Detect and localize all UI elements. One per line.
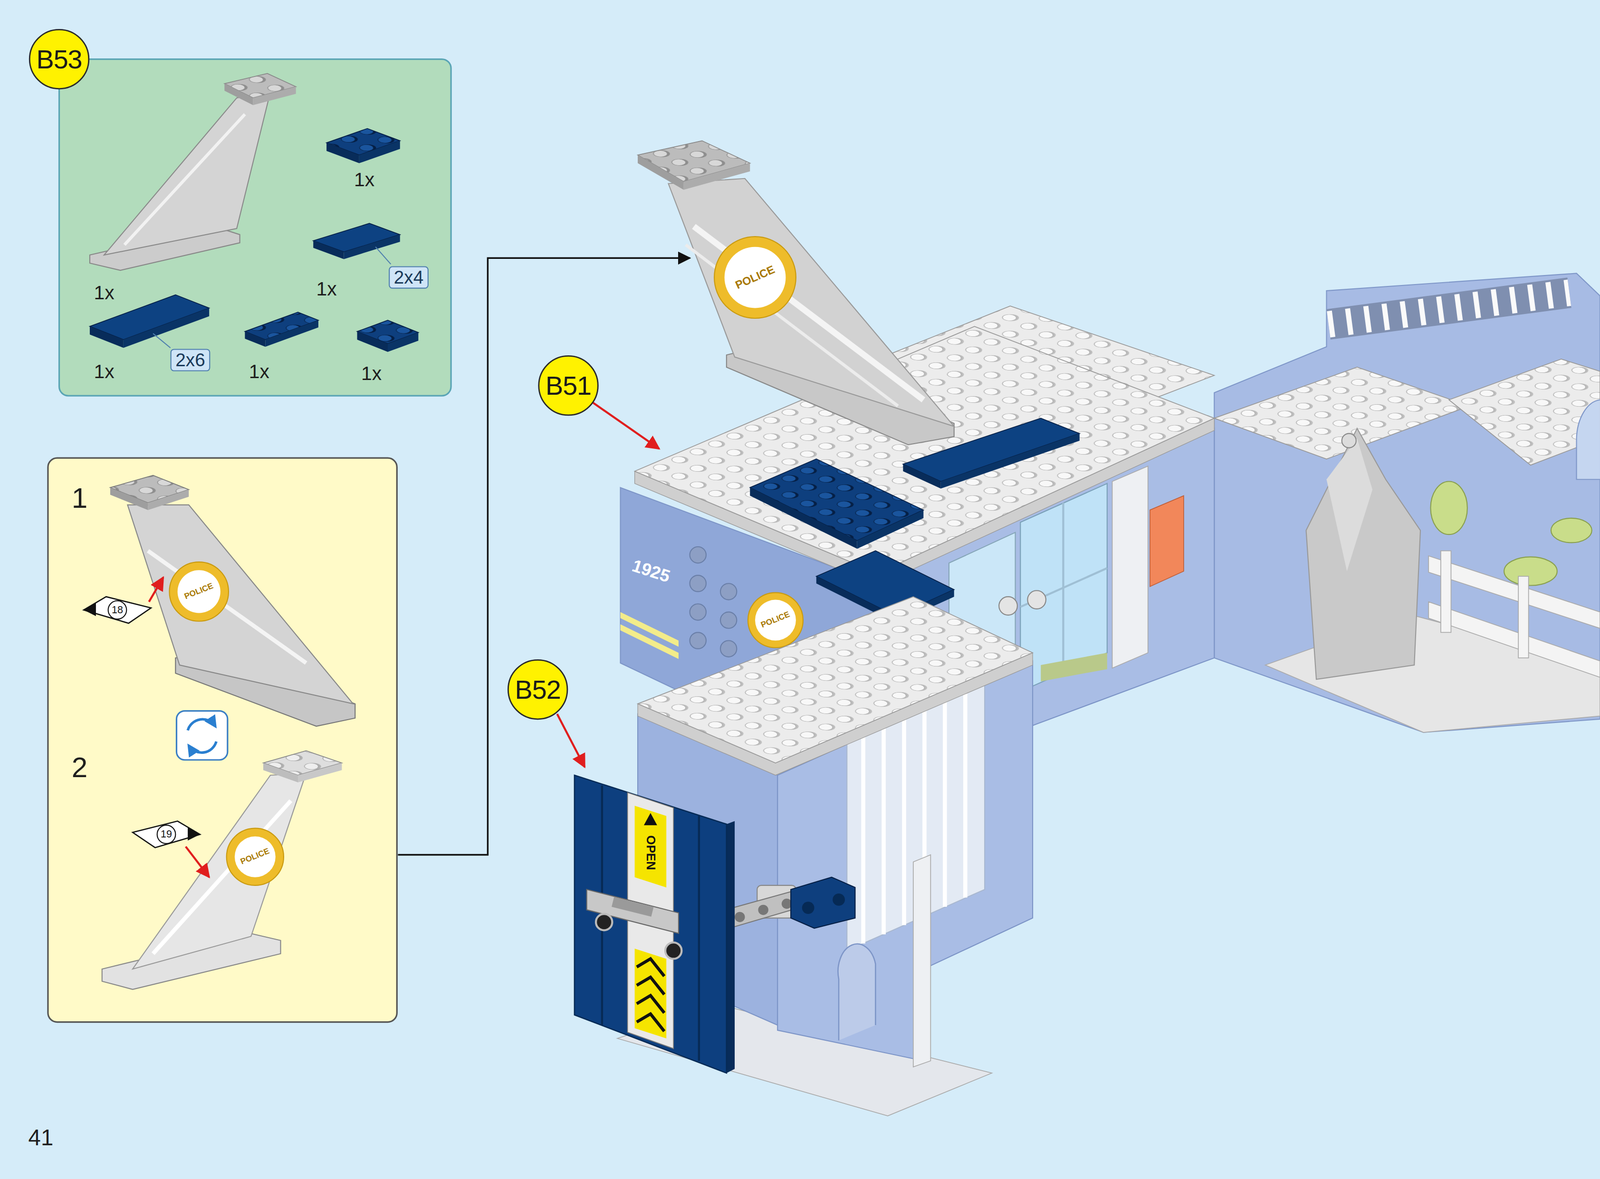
sticker-number: 19 xyxy=(130,819,202,850)
badge-circle xyxy=(538,355,599,416)
step-number: 2 xyxy=(71,754,88,783)
node-text: B53 xyxy=(36,46,82,73)
badge-circle xyxy=(507,660,568,720)
part-count: 1x xyxy=(354,170,375,190)
size-tag: 2x6 xyxy=(170,348,211,372)
node-text: 2x6 xyxy=(175,348,205,372)
badge-circle xyxy=(29,29,89,89)
part-count: 1x xyxy=(361,364,382,384)
node-text: B52 xyxy=(515,676,561,704)
node-text: 18 xyxy=(111,604,124,615)
step-badge: B51 xyxy=(537,354,600,417)
node-text: 19 xyxy=(160,829,173,840)
part-count: 1x xyxy=(93,283,115,303)
part-count: 1x xyxy=(249,361,270,382)
sticker-number: 18 xyxy=(81,594,154,626)
node-text: 2x4 xyxy=(393,266,424,289)
part-count: 1x xyxy=(316,278,337,299)
step-number: 1 xyxy=(71,484,88,514)
part-count: 1x xyxy=(93,361,115,382)
step-badge: B52 xyxy=(507,659,569,721)
step-badge: B53 xyxy=(28,28,90,90)
node-text: B51 xyxy=(545,372,592,400)
size-tag: 2x4 xyxy=(388,266,429,289)
step-number: 41 xyxy=(28,1127,54,1150)
decal-text: OPEN xyxy=(644,835,657,871)
